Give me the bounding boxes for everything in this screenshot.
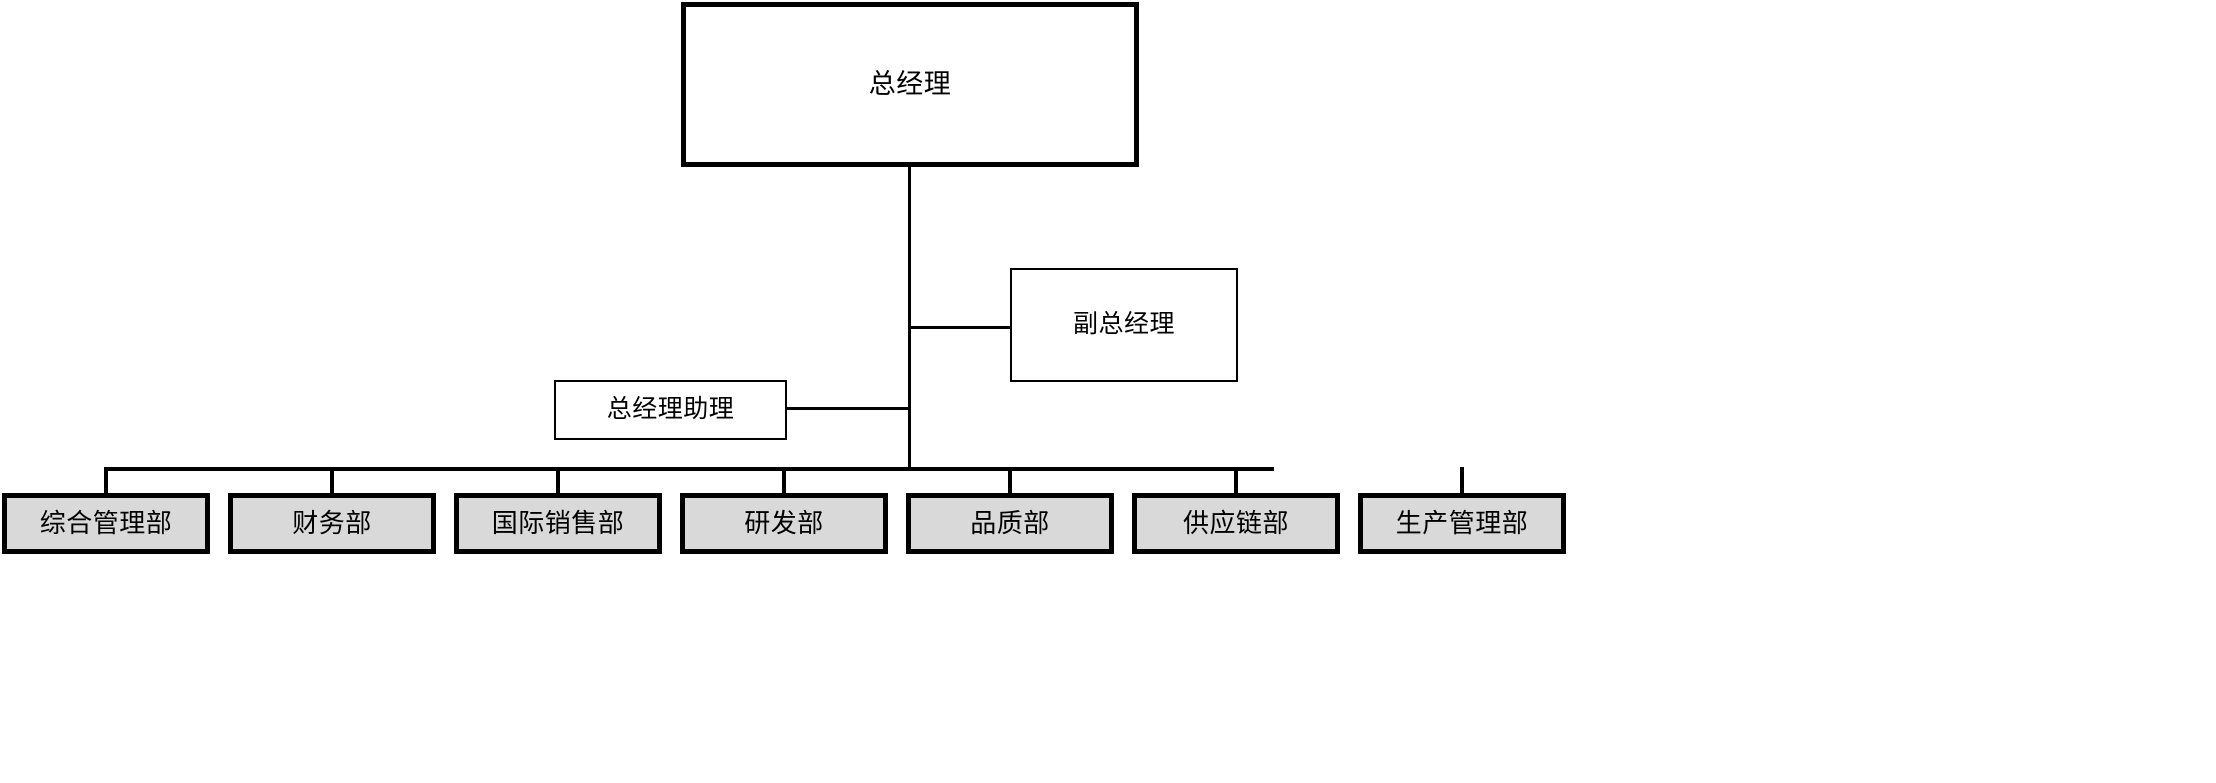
node-deputy-general-manager[interactable]: 副总经理 (1010, 268, 1238, 382)
node-department-2-label: 财务部 (292, 508, 372, 538)
node-department-4[interactable]: 研发部 (680, 493, 888, 554)
node-department-5-label: 品质部 (970, 508, 1050, 538)
node-department-6[interactable]: 供应链部 (1132, 493, 1340, 554)
node-department-4-label: 研发部 (744, 508, 824, 538)
connector-drop-dept-2 (330, 467, 334, 495)
connector-drop-dept-1 (104, 467, 108, 495)
connector-drop-dept-3 (556, 467, 560, 495)
node-department-7-label: 生产管理部 (1395, 508, 1529, 538)
node-gm-assistant[interactable]: 总经理助理 (554, 380, 787, 440)
connector-drop-dept-5 (1008, 467, 1012, 495)
node-department-6-label: 供应链部 (1182, 508, 1290, 538)
node-general-manager[interactable]: 总经理 (681, 2, 1139, 167)
connector-gm-assistant-horizontal (786, 407, 910, 410)
node-department-1[interactable]: 综合管理部 (2, 493, 210, 554)
connector-deputy-gm-horizontal (908, 326, 1012, 329)
node-deputy-general-manager-label: 副总经理 (1072, 311, 1175, 338)
node-gm-assistant-label: 总经理助理 (606, 396, 735, 423)
connector-trunk-vertical (908, 167, 911, 470)
node-department-2[interactable]: 财务部 (228, 493, 436, 554)
node-department-7[interactable]: 生产管理部 (1358, 493, 1566, 554)
node-general-manager-label: 总经理 (868, 69, 952, 100)
node-department-3-label: 国际销售部 (491, 508, 625, 538)
connector-drop-dept-7 (1460, 467, 1464, 495)
node-department-3[interactable]: 国际销售部 (454, 493, 662, 554)
connector-drop-dept-6 (1234, 467, 1238, 495)
connector-department-bus (104, 467, 1274, 471)
node-department-5[interactable]: 品质部 (906, 493, 1114, 554)
connector-drop-dept-4 (782, 467, 786, 495)
node-department-1-label: 综合管理部 (39, 508, 173, 538)
